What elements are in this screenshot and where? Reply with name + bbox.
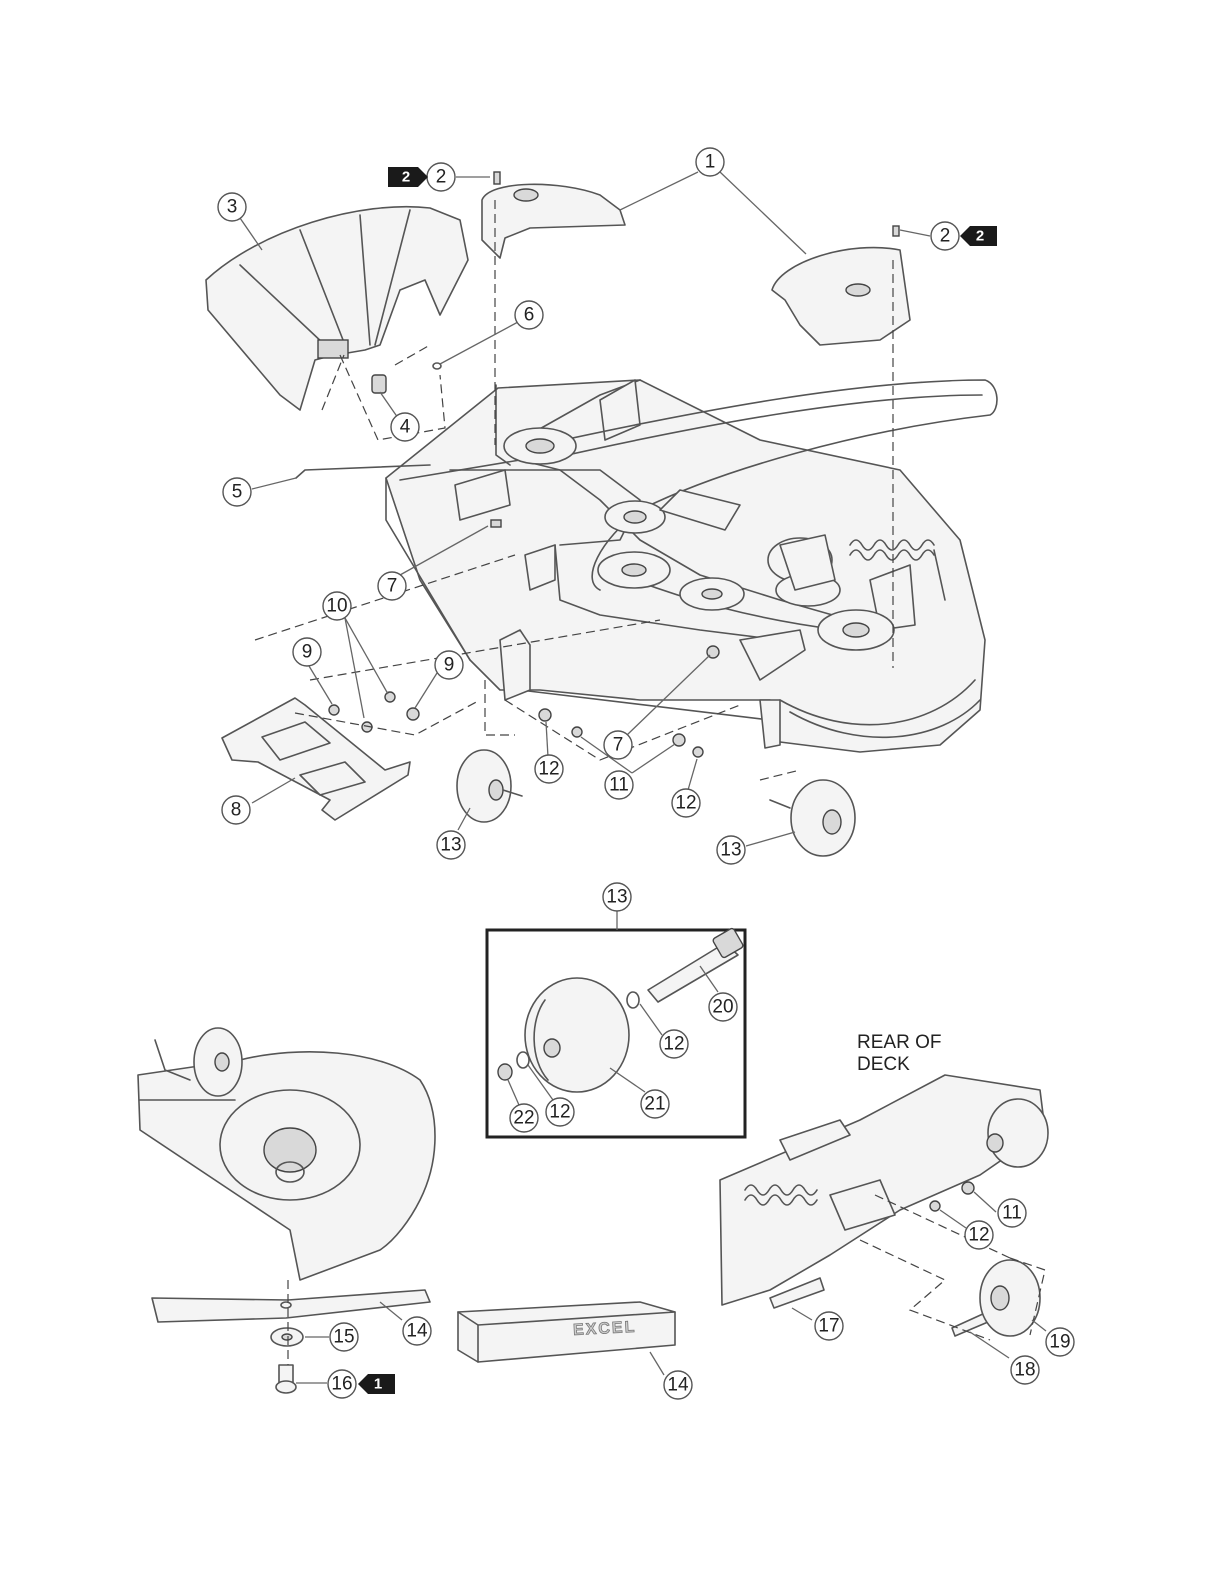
- discharge-chute: [206, 207, 468, 410]
- svg-text:2: 2: [976, 228, 984, 245]
- blade-bolt: [276, 1365, 296, 1393]
- gauge-wheel-right: [770, 780, 855, 856]
- svg-text:16: 16: [331, 1374, 352, 1395]
- pulley-idler: [680, 578, 744, 610]
- svg-text:22: 22: [513, 1108, 534, 1129]
- svg-text:2: 2: [402, 169, 410, 186]
- callout-14-decal: 14: [664, 1371, 692, 1399]
- svg-text:12: 12: [968, 1225, 989, 1246]
- callout-22: 22: [510, 1104, 538, 1132]
- pulley-center: [598, 552, 670, 588]
- svg-text:13: 13: [720, 840, 741, 861]
- deck-underside: [138, 1028, 435, 1280]
- callout-5: 5: [223, 478, 251, 506]
- excel-decal-logo: EXCEL: [573, 1319, 637, 1339]
- belt-cover-left: [482, 184, 625, 258]
- callout-12-rear: 12: [965, 1221, 993, 1249]
- svg-text:14: 14: [406, 1321, 428, 1342]
- callout-14-blade: 14: [403, 1317, 431, 1345]
- callout-6: 6: [515, 301, 543, 329]
- callout-9-right: 9: [435, 651, 463, 679]
- svg-text:14: 14: [667, 1375, 689, 1396]
- rear-of-deck-label-line2: DECK: [857, 1054, 910, 1075]
- callout-18: 18: [1011, 1356, 1039, 1384]
- pulley-left: [504, 428, 576, 464]
- decal-box: [458, 1302, 675, 1362]
- ref-tag-2-right: 2: [960, 226, 997, 246]
- callout-16: 16: [328, 1370, 356, 1398]
- callout-8: 8: [222, 796, 250, 824]
- svg-text:12: 12: [538, 759, 559, 780]
- wheel-detail: [498, 927, 744, 1092]
- svg-text:20: 20: [712, 997, 733, 1018]
- svg-text:10: 10: [326, 596, 347, 617]
- mower-blade: [152, 1290, 430, 1322]
- pulley-center-upper: [605, 501, 665, 533]
- clip: [433, 363, 441, 369]
- svg-text:7: 7: [387, 576, 398, 597]
- callout-4: 4: [391, 413, 419, 441]
- svg-text:11: 11: [609, 775, 629, 796]
- svg-text:6: 6: [524, 305, 535, 326]
- svg-text:15: 15: [333, 1327, 354, 1348]
- svg-text:19: 19: [1049, 1332, 1070, 1353]
- svg-text:17: 17: [818, 1316, 839, 1337]
- rear-wheel: [980, 1260, 1040, 1336]
- mower-deck: [386, 380, 997, 752]
- svg-text:12: 12: [675, 793, 696, 814]
- callout-2-right: 2: [931, 222, 959, 250]
- svg-text:5: 5: [232, 482, 243, 503]
- callout-17: 17: [815, 1312, 843, 1340]
- svg-text:18: 18: [1014, 1360, 1035, 1381]
- svg-text:2: 2: [940, 226, 951, 247]
- svg-text:13: 13: [440, 835, 461, 856]
- callout-12-right: 12: [672, 789, 700, 817]
- callout-12-inset-top: 12: [660, 1030, 688, 1058]
- callout-1: 1: [696, 148, 724, 176]
- callout-13-inset: 13: [603, 883, 631, 911]
- callout-12-inset-bottom: 12: [546, 1098, 574, 1126]
- callout-3: 3: [218, 193, 246, 221]
- callout-11-rear: 11: [998, 1199, 1026, 1227]
- callout-7-right: 7: [604, 731, 632, 759]
- chute-spring: [372, 375, 386, 393]
- callout-20: 20: [709, 993, 737, 1021]
- callout-11: 11: [605, 771, 633, 799]
- callout-13-left: 13: [437, 831, 465, 859]
- svg-text:9: 9: [444, 655, 455, 676]
- svg-text:21: 21: [644, 1094, 665, 1115]
- svg-text:1: 1: [374, 1376, 382, 1393]
- gauge-wheel-left: [457, 750, 522, 822]
- callout-2-left: 2: [427, 163, 455, 191]
- pulley-right: [818, 610, 894, 650]
- svg-text:12: 12: [549, 1102, 570, 1123]
- callout-15: 15: [330, 1323, 358, 1351]
- svg-text:2: 2: [436, 167, 447, 188]
- svg-text:4: 4: [400, 417, 411, 438]
- svg-text:13: 13: [606, 887, 627, 908]
- callout-21: 21: [641, 1090, 669, 1118]
- callout-10: 10: [323, 592, 351, 620]
- callout-19: 19: [1046, 1328, 1074, 1356]
- callout-12-left: 12: [535, 755, 563, 783]
- ref-tag-2-left: 2: [388, 167, 428, 187]
- svg-text:12: 12: [663, 1034, 684, 1055]
- ref-tag-1: 1: [358, 1374, 395, 1394]
- svg-text:1: 1: [705, 152, 716, 173]
- callout-7-left: 7: [378, 572, 406, 600]
- rear-of-deck-label-line1: REAR OF: [857, 1032, 941, 1053]
- svg-text:9: 9: [302, 642, 313, 663]
- svg-text:3: 3: [227, 197, 238, 218]
- svg-text:11: 11: [1002, 1203, 1022, 1224]
- svg-text:7: 7: [613, 735, 624, 756]
- svg-text:8: 8: [231, 800, 242, 821]
- belt-cover-right: [772, 248, 910, 345]
- callout-9-left: 9: [293, 638, 321, 666]
- blade-washer: [271, 1328, 303, 1346]
- callout-13-right: 13: [717, 836, 745, 864]
